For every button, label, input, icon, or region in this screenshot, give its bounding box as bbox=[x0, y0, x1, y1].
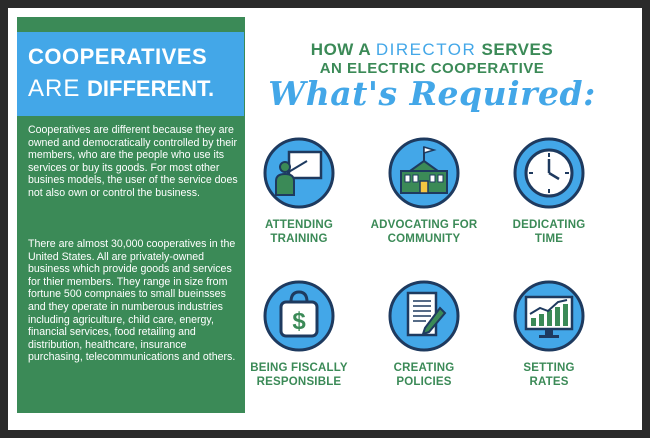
heading-pre: HOW A bbox=[310, 40, 376, 59]
heading-line-2: AN ELECTRIC COOPERATIVE bbox=[319, 60, 545, 77]
money-bag-icon: $ bbox=[263, 280, 335, 352]
label-dedicating-time: DEDICATING TIME bbox=[512, 219, 586, 245]
paragraph-industries: There are almost 30,000 cooperatives in … bbox=[28, 238, 236, 364]
title-different: DIFFERENT. bbox=[87, 76, 215, 101]
label-setting-rates: SETTING RATES bbox=[523, 362, 575, 388]
label-advocating-community: ADVOCATING FOR COMMUNITY bbox=[370, 219, 478, 245]
paragraph-ownership: Cooperatives are different because they … bbox=[28, 124, 238, 199]
heading-director: DIRECTOR bbox=[375, 40, 477, 59]
heading-line-1: HOW A DIRECTOR SERVES bbox=[262, 40, 602, 60]
community-building-icon bbox=[388, 137, 460, 209]
svg-text:$: $ bbox=[292, 308, 306, 335]
rate-chart-icon bbox=[513, 280, 585, 352]
title-line-1: COOPERATIVES bbox=[28, 44, 208, 69]
clock-icon bbox=[513, 137, 585, 209]
title-are: ARE bbox=[28, 75, 81, 102]
title-box bbox=[17, 32, 244, 116]
label-creating-policies: CREATING POLICIES bbox=[393, 362, 455, 388]
label-attending-training: ATTENDING TRAINING bbox=[264, 219, 334, 245]
document-pencil-icon bbox=[388, 280, 460, 352]
label-fiscally-responsible: BEING FISCALLY RESPONSIBLE bbox=[250, 362, 348, 388]
title-line-2: ARE DIFFERENT. bbox=[28, 75, 214, 103]
heading-post: SERVES bbox=[476, 40, 554, 59]
teacher-board-icon bbox=[263, 137, 335, 209]
whats-required-heading: What's Required: bbox=[268, 74, 596, 113]
